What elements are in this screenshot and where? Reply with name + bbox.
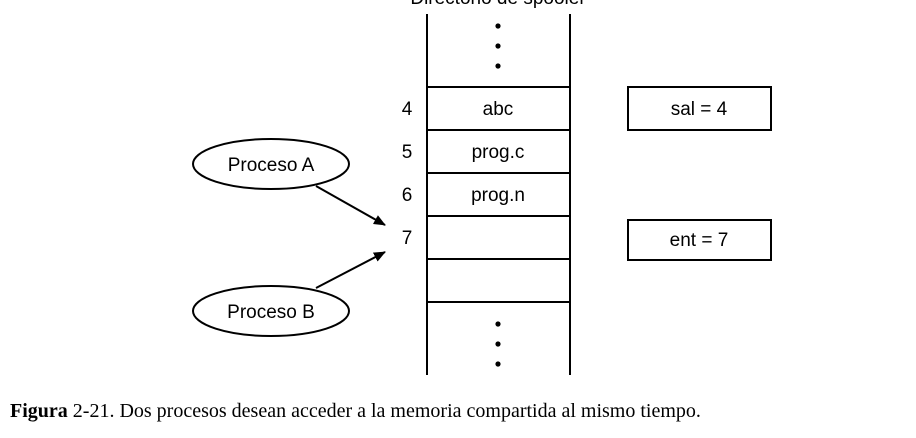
slot-index: 4 <box>402 99 413 120</box>
in-variable-label: ent = 7 <box>670 230 729 251</box>
out-variable-box: sal = 4 <box>627 86 772 131</box>
slot-index: 7 <box>402 228 413 249</box>
in-variable-box: ent = 7 <box>627 219 772 261</box>
caption-label: Figura <box>10 400 68 422</box>
arrow-process-b-to-slot-7 <box>315 251 386 289</box>
spooler-directory-title: Directorio de spooler <box>410 0 586 9</box>
caption-text: Dos procesos desean acceder a la memoria… <box>119 400 701 422</box>
slot-file: abc <box>483 99 514 120</box>
slot-index: 5 <box>402 142 413 163</box>
slot-index: 6 <box>402 185 413 206</box>
ellipsis-bottom <box>495 321 501 367</box>
process-b-node: Proceso B <box>192 285 350 337</box>
process-a-node: Proceso A <box>192 138 350 190</box>
process-a-label: Proceso A <box>228 155 315 176</box>
out-variable-label: sal = 4 <box>671 99 728 120</box>
spooler-race-diagram: Directorio de spooler 4 5 6 7 abc prog.c <box>192 0 772 375</box>
figure-caption: Figura 2-21. Dos procesos desean acceder… <box>10 400 701 423</box>
slot-file: prog.n <box>471 185 525 206</box>
slot-file: prog.c <box>472 142 525 163</box>
ellipsis-top <box>495 23 501 69</box>
spooler-directory: 4 5 6 7 abc prog.c prog.n <box>402 14 571 375</box>
arrow-process-a-to-slot-7 <box>315 185 386 226</box>
caption-number: 2-21. <box>72 400 115 422</box>
process-b-label: Proceso B <box>227 302 315 323</box>
